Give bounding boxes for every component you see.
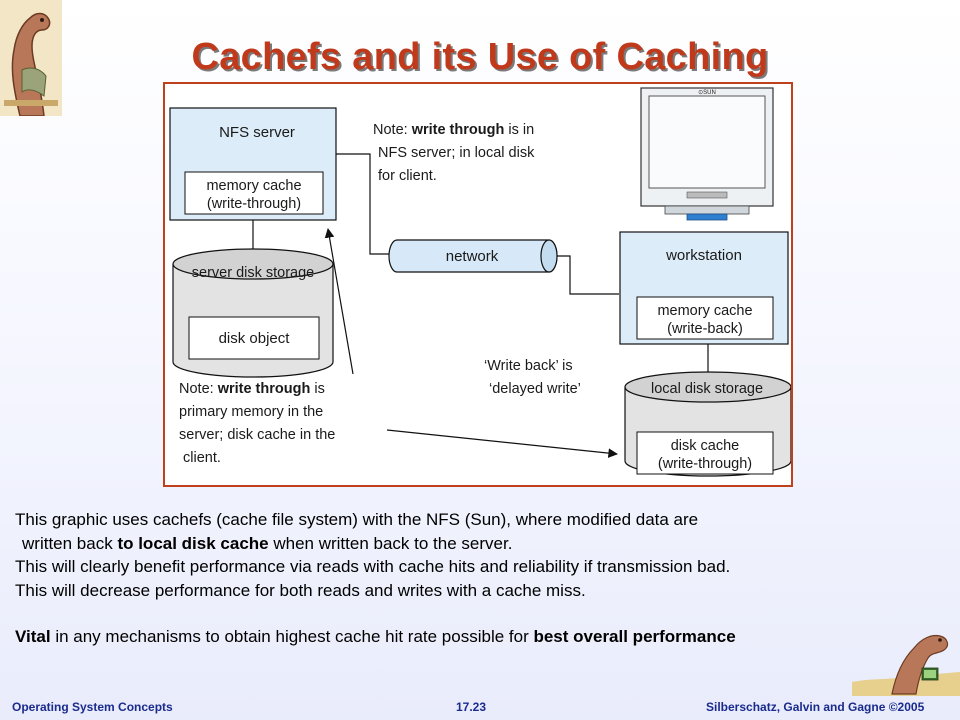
note-left: Note: write through is primary memory in… (179, 381, 335, 466)
note-top-line1: Note: write through is in (373, 122, 534, 138)
local-disk-storage-cylinder: local disk storage disk cache (write-thr… (624, 371, 791, 477)
server-disk-label: server disk storage (192, 265, 315, 281)
note-top: Note: write through is in NFS server; in… (373, 122, 535, 184)
monitor-brand: ⊙SUN (698, 90, 716, 96)
disk-object-label: disk object (219, 330, 291, 347)
local-disk-label: local disk storage (651, 381, 763, 397)
nfs-server-label: NFS server (219, 124, 295, 141)
network-workstation-connector (557, 255, 619, 295)
slide-title: Cachefs and its Use of Caching (191, 36, 769, 78)
body-line-3: This will clearly benefit performance vi… (15, 557, 731, 576)
body-line-2: written back to local disk cache when wr… (22, 533, 513, 553)
dinosaur-logo-bottom (852, 634, 960, 696)
server-disk-storage-cylinder: server disk storage disk object (172, 248, 334, 378)
body-line-4: This will decrease performance for both … (15, 580, 586, 600)
cachefs-diagram: NFS server memory cache (write-through) … (163, 82, 793, 487)
sun-monitor: ⊙SUN (640, 87, 774, 221)
workstation-box: workstation memory cache (write-back) (619, 231, 789, 345)
diagram-canvas: NFS server memory cache (write-through) … (169, 87, 791, 477)
nfs-server-box: NFS server memory cache (write-through) (169, 107, 337, 221)
note-left-line2: primary memory in the (179, 404, 323, 420)
note-left-line3: server; disk cache in the (179, 427, 335, 443)
ws-memory-cache-label: memory cache (657, 303, 752, 319)
arrow-to-local-disk-cache (386, 429, 618, 458)
dinosaur-logo-top (0, 0, 62, 116)
arrow-to-nfs-memory-cache (324, 228, 354, 375)
note-top-line2: NFS server; in local disk (378, 145, 535, 161)
note-left-line4: client. (183, 450, 221, 466)
note-write-back-line2: ‘delayed write’ (489, 381, 581, 397)
ws-memory-cache-mode: (write-back) (667, 321, 743, 337)
disk-cache-mode: (write-through) (658, 456, 752, 472)
body-line-5: Vital in any mechanisms to obtain highes… (15, 627, 736, 646)
workstation-label: workstation (665, 247, 742, 264)
body-line-1: This graphic uses cachefs (cache file sy… (15, 510, 699, 529)
footer-authors: Silberschatz, Galvin and Gagne ©2005 (706, 700, 925, 714)
disk-cache-label: disk cache (671, 438, 740, 454)
nfs-memory-cache-label: memory cache (206, 178, 301, 194)
nfs-memory-cache-mode: (write-through) (207, 196, 301, 212)
note-write-back: ‘Write back’ is ‘delayed write’ (484, 358, 581, 397)
footer-page-number: 17.23 (456, 700, 487, 714)
note-left-line1: Note: write through is (179, 381, 325, 397)
footer-course: Operating System Concepts (12, 700, 173, 714)
network-pipe: network (388, 239, 558, 273)
note-top-line3: for client. (378, 168, 437, 184)
server-network-connector (336, 153, 391, 255)
slide-body: This graphic uses cachefs (cache file sy… (15, 508, 945, 649)
note-write-back-line1: ‘Write back’ is (484, 358, 573, 374)
network-label: network (446, 248, 499, 265)
